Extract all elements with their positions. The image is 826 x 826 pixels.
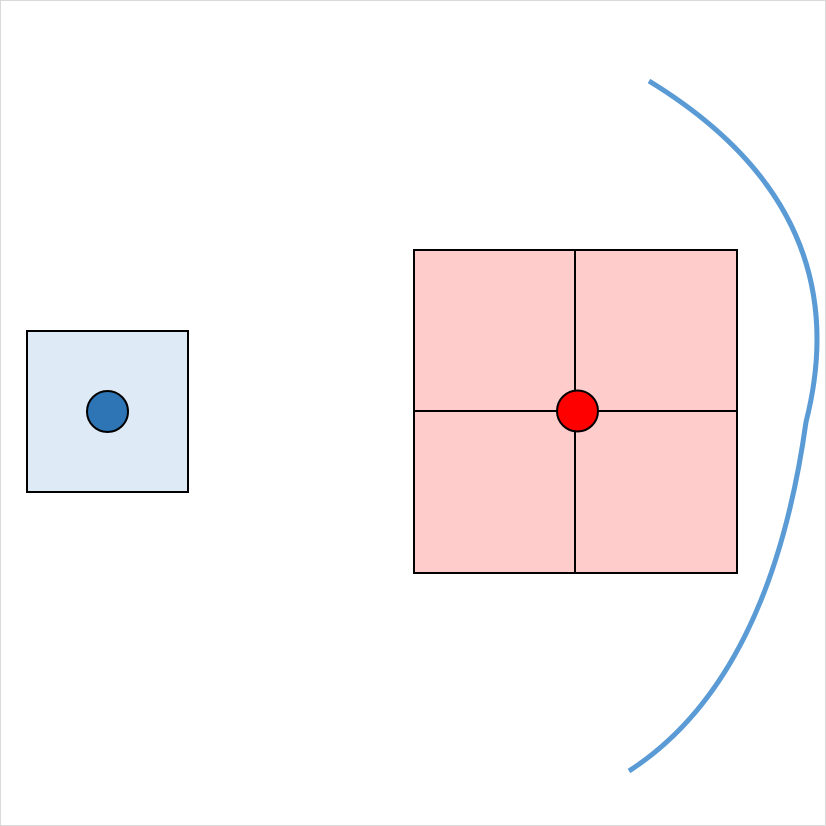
large-square-group <box>413 249 738 574</box>
small-square-group <box>26 330 189 493</box>
large-square-dot <box>556 389 599 433</box>
small-square-dot <box>86 390 129 433</box>
arc <box>627 78 820 774</box>
